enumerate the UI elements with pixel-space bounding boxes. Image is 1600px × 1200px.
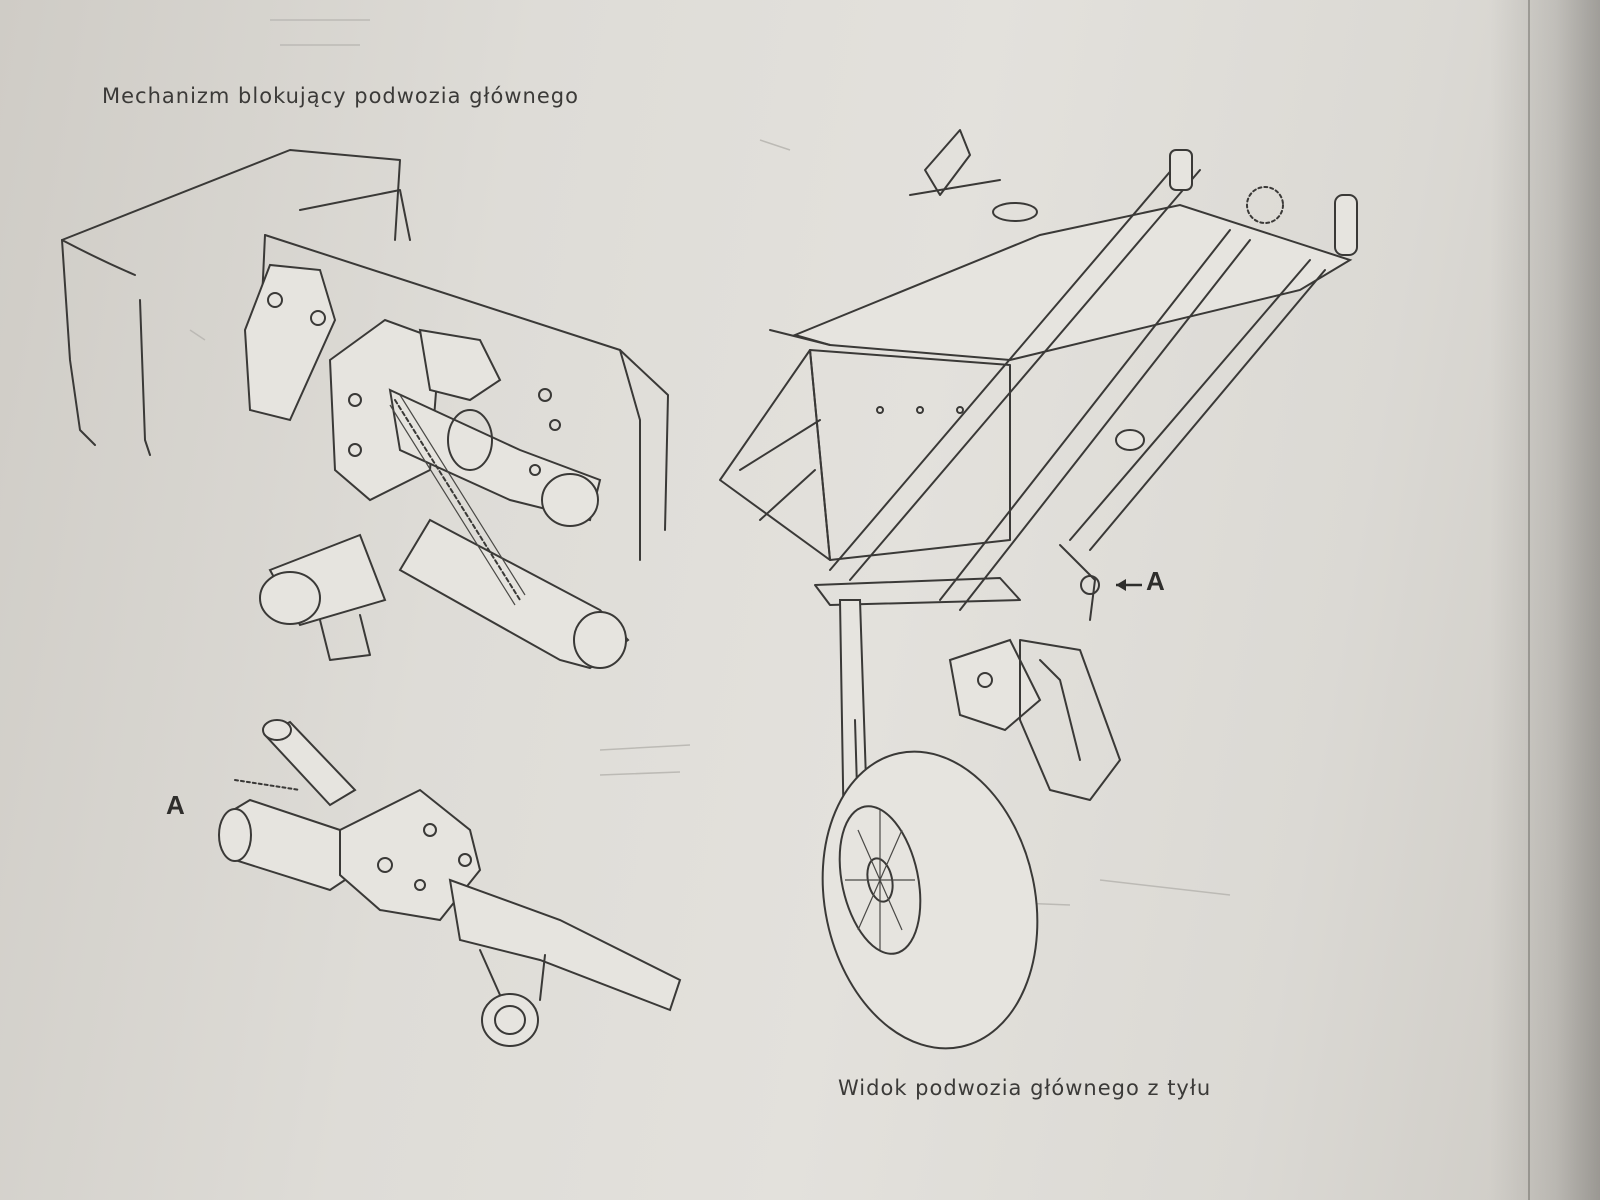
main-landing-gear-drawing (719, 129, 1358, 1050)
page-fold-line (1528, 0, 1530, 1200)
arrow-left-icon (1116, 579, 1142, 591)
page-shadow-edge (1490, 0, 1600, 1200)
caption-rear-view: Widok podwozia głównego z tyłu (838, 1076, 1212, 1100)
caption-locking-mechanism: Mechanizm blokujący podwozia głównego (102, 84, 579, 108)
locking-mechanism-drawing (61, 149, 669, 670)
detail-a-drawing (218, 719, 682, 1047)
detail-a-label: A (166, 790, 185, 820)
bleed-through-marks (189, 19, 1231, 906)
view-a-label: A (1146, 566, 1165, 596)
